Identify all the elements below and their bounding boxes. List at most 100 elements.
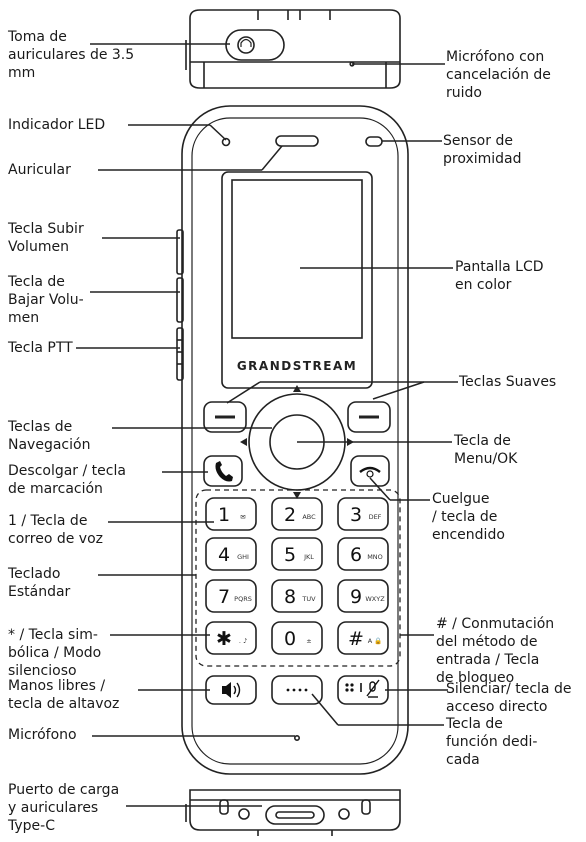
handset-body <box>176 105 409 775</box>
nav-left-arrow <box>240 438 247 446</box>
label-line: de marcación <box>8 481 103 497</box>
label-line: proximidad <box>443 151 522 167</box>
label-earpiece: Auricular <box>8 161 71 179</box>
key-main-label: 5 <box>284 544 296 566</box>
phone-handset-icon <box>215 461 233 482</box>
label-line: Pantalla LCD <box>455 259 544 275</box>
label-speaker: Manos libres / tecla de altavoz <box>8 677 119 713</box>
keypad-key: 4 GHI <box>205 537 257 571</box>
key-sub-label: . ♪ <box>239 637 247 645</box>
label-line: Tecla de <box>454 433 511 449</box>
keypad-frame <box>195 489 401 667</box>
lcd-screen <box>231 179 363 339</box>
label-line: tecla de altavoz <box>8 696 120 712</box>
label-line: Teclas Suaves <box>459 374 557 390</box>
key-sub-label: GHI <box>237 553 249 561</box>
label-star: * / Tecla sim-bólica / Modo silencioso <box>8 626 101 680</box>
label-line: acceso directo <box>446 699 548 715</box>
key-sub-label: PQRS <box>234 595 252 603</box>
led-indicator <box>221 137 231 147</box>
label-line: * / Tecla sim- <box>8 627 98 643</box>
label-line: cada <box>446 752 480 768</box>
label-line: Cuelgue <box>432 491 490 507</box>
label-led: Indicador LED <box>8 116 105 134</box>
label-lcd: Pantalla LCD en color <box>455 258 544 294</box>
label-line: Bajar Volu- <box>8 292 84 308</box>
label-microphone: Micrófono <box>8 726 77 744</box>
key-main-label: ✱ <box>216 628 232 650</box>
label-line: auriculares de 3.5 <box>8 47 135 63</box>
label-line: bólica / Modo <box>8 645 102 661</box>
key-sub-label: A 🔒 <box>368 637 383 645</box>
label-line: Volumen <box>8 239 69 255</box>
label-line: Silenciar/ tecla de <box>446 681 572 697</box>
label-mute: Silenciar/ tecla de acceso directo <box>446 680 571 716</box>
microphone-hole <box>293 734 300 741</box>
key-sub-label: ± <box>306 637 311 645</box>
softkey-left <box>203 401 247 433</box>
speaker-icon <box>222 682 241 698</box>
usb-c-port <box>265 805 325 825</box>
key-sub-label: DEF <box>369 513 382 521</box>
mute-icon <box>345 679 380 698</box>
label-line: Type-C <box>8 818 55 834</box>
key-main-label: 9 <box>350 586 362 608</box>
label-line: entrada / Tecla <box>436 652 540 668</box>
key-main-label: 6 <box>350 544 362 566</box>
label-line: Indicador LED <box>8 117 106 133</box>
dots-icon <box>286 688 308 692</box>
label-line: Navegación <box>8 437 91 453</box>
headphone-jack <box>225 29 285 61</box>
label-line: Tecla de <box>8 274 65 290</box>
softkey-right <box>347 401 391 433</box>
brand-logo: GRANDSTREAM <box>237 359 357 373</box>
label-line: men <box>8 310 40 326</box>
label-line: encendido <box>432 527 505 543</box>
label-line: Puerto de carga <box>8 782 120 798</box>
label-line: Tecla PTT <box>8 340 73 356</box>
offhook-button <box>203 455 243 487</box>
label-line: en color <box>455 277 512 293</box>
nav-up-arrow <box>293 385 301 392</box>
key-sub-label: ABC <box>302 513 316 521</box>
key-main-label: 0 <box>284 628 296 650</box>
earpiece-slot <box>275 135 319 147</box>
label-line: # / Conmutación <box>436 616 555 632</box>
top-view <box>185 9 401 89</box>
label-line: Tecla de <box>446 716 503 732</box>
key-main-label: 4 <box>218 544 230 566</box>
label-line: Micrófono <box>8 727 77 743</box>
label-line: cancelación de <box>446 67 551 83</box>
label-line: correo de voz <box>8 531 103 547</box>
label-line: Descolgar / tecla <box>8 463 126 479</box>
label-onhook: Cuelgue / tecla de encendido <box>432 490 505 544</box>
dedicated-key <box>271 675 323 705</box>
headphone-icon <box>237 36 255 54</box>
keypad-key: #A 🔒 <box>337 621 389 655</box>
label-line: silencioso <box>8 663 77 679</box>
nav-down-arrow <box>293 492 301 499</box>
label-line: Manos libres / <box>8 678 106 694</box>
key-main-label: 2 <box>284 504 296 526</box>
label-line: / tecla de <box>432 509 498 525</box>
label-line: y auriculares <box>8 800 99 816</box>
key-sub-label: ✉ <box>240 513 245 521</box>
label-line: Micrófono con <box>446 49 545 65</box>
keypad-key: 2 ABC <box>271 497 323 531</box>
label-softkeys: Teclas Suaves <box>459 373 556 391</box>
key-main-label: 8 <box>284 586 296 608</box>
